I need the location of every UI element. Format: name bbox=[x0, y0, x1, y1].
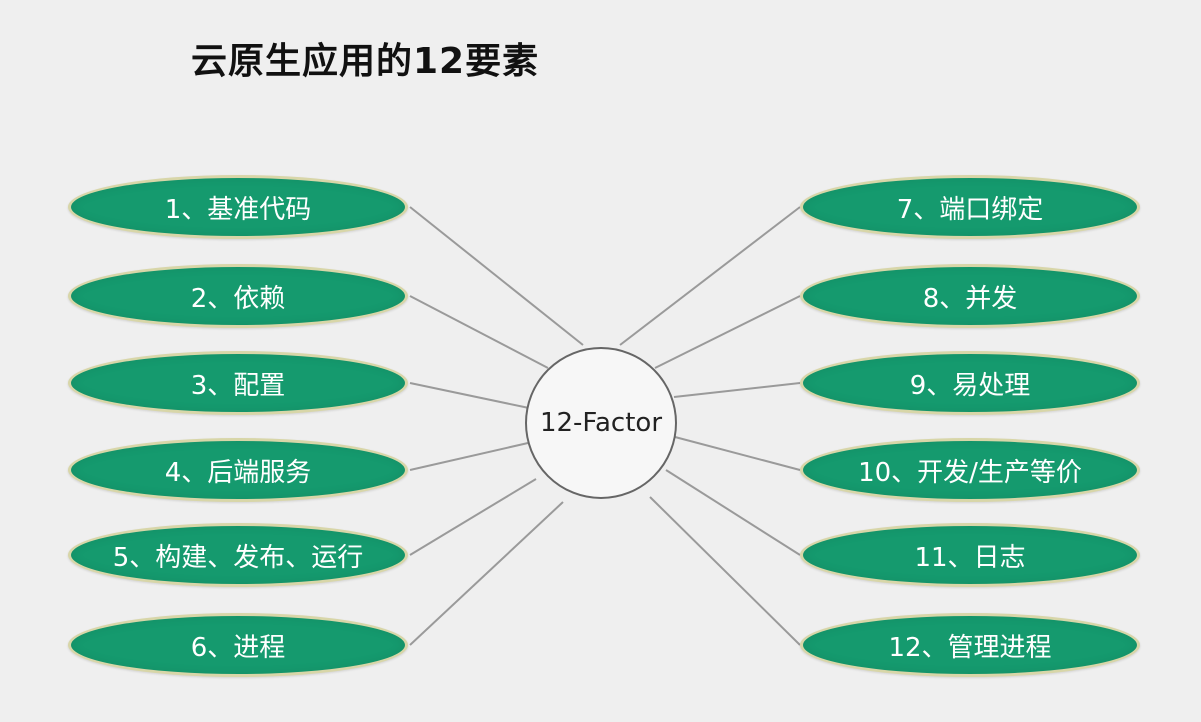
factor-node-1: 1、基准代码 bbox=[68, 175, 408, 239]
connector-11 bbox=[665, 469, 801, 556]
factor-node-6: 6、进程 bbox=[68, 613, 408, 677]
connector-4 bbox=[409, 442, 529, 471]
connector-9 bbox=[673, 382, 801, 398]
connector-10 bbox=[674, 436, 801, 471]
factor-node-9: 9、易处理 bbox=[800, 351, 1140, 415]
factor-node-12: 12、管理进程 bbox=[800, 613, 1140, 677]
factor-node-8: 8、并发 bbox=[800, 264, 1140, 328]
factor-node-3: 3、配置 bbox=[68, 351, 408, 415]
connector-6 bbox=[409, 501, 564, 646]
factor-node-11: 11、日志 bbox=[800, 523, 1140, 587]
connector-2 bbox=[409, 295, 549, 369]
page-title: 云原生应用的12要素 bbox=[191, 41, 540, 82]
connector-5 bbox=[409, 478, 537, 556]
connector-1 bbox=[409, 206, 584, 346]
factor-node-4: 4、后端服务 bbox=[68, 438, 408, 502]
connector-7 bbox=[619, 206, 801, 346]
connector-8 bbox=[654, 295, 801, 369]
connector-3 bbox=[409, 382, 530, 409]
factor-node-7: 7、端口绑定 bbox=[800, 175, 1140, 239]
factor-node-2: 2、依赖 bbox=[68, 264, 408, 328]
connector-12 bbox=[649, 496, 801, 646]
factor-node-5: 5、构建、发布、运行 bbox=[68, 523, 408, 587]
factor-node-10: 10、开发/生产等价 bbox=[800, 438, 1140, 502]
center-node: 12-Factor bbox=[525, 347, 677, 499]
